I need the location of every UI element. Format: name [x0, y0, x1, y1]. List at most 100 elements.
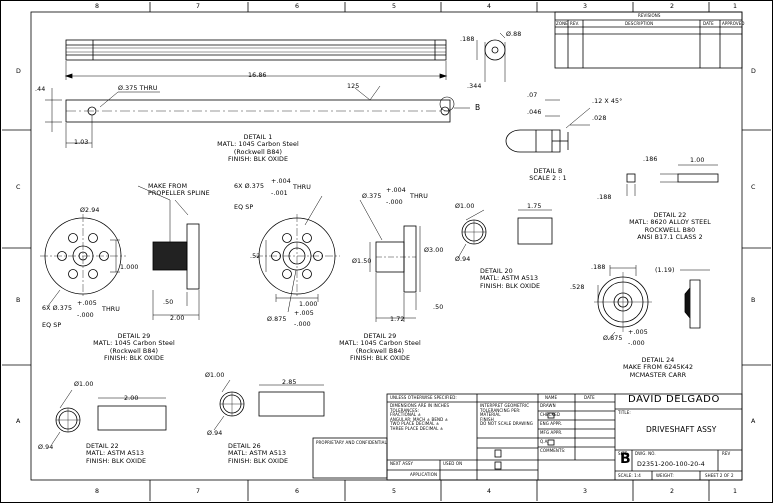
shaft-end-view: [476, 32, 506, 82]
detail-b-dim-07: .07: [527, 92, 538, 99]
detail-29-right-hole-note: 6X Ø.375: [234, 183, 265, 190]
shaft-angle-dim: 125: [347, 83, 360, 90]
detail-29-right-tol-plus: +.004: [271, 178, 291, 185]
detail-b-note: DETAIL B SCALE 2 : 1: [529, 168, 566, 183]
sheet-size: B: [620, 451, 631, 467]
detail-29-right-dim-150: Ø1.50: [352, 258, 372, 265]
unless-specified: UNLESS OTHERWISE SPECIFIED:: [390, 395, 457, 400]
detail-26-hole: Ø.94: [207, 430, 223, 437]
detail-22-key-note: DETAIL 22 MATL: 8620 ALLOY STEEL ROCKWEL…: [629, 212, 711, 241]
note-dimensions: DIMENSIONS ARE IN INCHES: [390, 403, 450, 408]
note-finish: FINISH: [480, 416, 494, 422]
detail-29-left-flange: [40, 214, 126, 307]
note-tolerancing: TOLERANCING PER:: [480, 407, 521, 413]
detail-22-bottom-length: 2.00: [124, 395, 139, 402]
detail-29-left-title: DETAIL 29: [117, 333, 151, 340]
weight-label: WEIGHT:: [656, 473, 674, 478]
detail-29-right-title: DETAIL 29: [363, 333, 397, 340]
title-block-tolerance-notes: DIMENSIONS ARE IN INCHES TOLERANCES: FRA…: [390, 403, 450, 432]
zone-label-right-d: D: [751, 68, 756, 75]
detail-22-bottom-view: [51, 389, 167, 445]
detail-22-key-dim-186: .186: [643, 156, 658, 163]
role-qa: Q.A.: [540, 439, 549, 444]
detail-26-view: [213, 379, 325, 431]
detail-20-hole: Ø.94: [455, 256, 471, 263]
make-from-line-2: PROPELLER SPLINE: [148, 190, 210, 198]
detail-29-right-dim-52: .52: [250, 253, 261, 260]
shaft-dia-dim: .44: [35, 86, 46, 93]
zone-label-top-4: 4: [487, 3, 492, 10]
zone-label-top-7: 7: [196, 3, 201, 10]
detail-1-title: DETAIL 1: [243, 134, 273, 141]
detail-24-dim-119: (1.19): [655, 267, 675, 274]
make-from-line-1: MAKE FROM: [148, 183, 188, 190]
zone-label-left-d: D: [16, 68, 21, 75]
detail-22-key-dim-188: .188: [597, 194, 612, 201]
detail-29-right-dim-50: .50: [433, 304, 444, 311]
title-block-name-label: NAME: [545, 395, 558, 400]
detail-26-length: 2.85: [282, 379, 297, 386]
title-label: TITLE:: [618, 410, 631, 415]
revision-table: [554, 11, 743, 69]
revision-header-description: DESCRIPTION: [625, 21, 654, 26]
shaft-hole-note: Ø.375 THRU: [118, 85, 158, 92]
role-mfg-appr: MFG APPR.: [540, 430, 563, 435]
detail-1-material: MATL: 1045 Carbon Steel: [217, 141, 299, 149]
zone-label-bottom-3: 3: [583, 488, 588, 495]
detail-24-title: DETAIL 24: [641, 357, 675, 364]
revision-header-date: DATE: [703, 21, 714, 26]
detail-29-left-thru: THRU: [102, 306, 120, 313]
detail-26-finish: FINISH: BLK OXIDE: [228, 457, 289, 465]
zone-label-bottom-2: 2: [670, 488, 675, 495]
detail-22-bottom-material: MATL: ASTM A513: [86, 450, 145, 458]
proprietary-title: PROPRIETARY AND CONFIDENTIAL: [316, 440, 387, 445]
detail-22-key-dim-100: 1.00: [690, 157, 705, 164]
detail-26-note: DETAIL 26 MATL: ASTM A513 FINISH: BLK OX…: [228, 443, 288, 465]
note-interpret: INTERPRET GEOMETRIC: [480, 403, 530, 408]
detail-24-dim-528: .528: [570, 284, 585, 291]
role-drawn: DRAWN: [540, 403, 556, 408]
detail-29-left-finish: FINISH: BLK OXIDE: [103, 354, 165, 362]
note-three-place: THREE PLACE DECIMAL ±: [390, 425, 444, 431]
detail-b-chamfer: .12 X 45°: [592, 98, 623, 105]
note-do-not-scale: DO NOT SCALE DRAWING: [480, 421, 533, 427]
detail-b-dim-046: .046: [527, 109, 542, 116]
detail-1-note: DETAIL 1 MATL: 1045 Carbon Steel (Rockwe…: [217, 134, 299, 163]
detail-29-right-c-tol-minus: -.000: [386, 199, 403, 206]
application-label: APPLICATION: [410, 472, 438, 477]
scale-value: SCALE: 1:4: [618, 473, 641, 478]
detail-24-note: DETAIL 24 MAKE FROM 6245K42 MCMASTER CAR…: [623, 357, 693, 379]
detail-29-left-tol-minus: -.000: [77, 312, 94, 319]
detail-29-left-hardness: (Rockwell B84): [109, 347, 159, 355]
zone-label-bottom-4: 4: [487, 488, 492, 495]
drawing-title: DRIVESHAFT ASSY: [646, 425, 717, 434]
driveshaft-front-view: [45, 85, 470, 148]
zone-label-bottom-5: 5: [392, 488, 397, 495]
detail-22-key-spec: ANSI B17.1 CLASS 2: [637, 233, 703, 241]
detail-29-right-c-tol-plus: +.004: [386, 187, 406, 194]
revision-table-title: REVISIONS: [638, 13, 661, 18]
detail-29-right-finish: FINISH: BLK OXIDE: [349, 354, 411, 362]
detail-29-left-material: MATL: 1045 Carbon Steel: [93, 340, 175, 348]
detail-29-right-flange: [255, 195, 340, 313]
sheet-number: SHEET 2 OF 2: [705, 473, 734, 478]
detail-29-right-c-thru: THRU: [410, 193, 428, 200]
note-material: MATERIAL: [480, 412, 501, 418]
note-tolerances: TOLERANCES:: [390, 407, 420, 413]
zone-label-top-2: 2: [670, 3, 675, 10]
title-block-date-label: DATE: [584, 395, 595, 400]
company-name: DAVID DELGADO: [628, 394, 720, 405]
shaft-end-dia: Ø.88: [506, 31, 522, 38]
zone-label-bottom-8: 8: [95, 488, 100, 495]
title-block-grid: [386, 393, 743, 481]
detail-29-right-dim-875-plus: +.005: [294, 310, 314, 317]
detail-29-left-height: 1.000: [120, 264, 139, 271]
detail-b-view: [505, 99, 591, 153]
detail-1-finish: FINISH: BLK OXIDE: [227, 155, 289, 163]
detail-29-right-material: MATL: 1045 Carbon Steel: [339, 340, 421, 348]
note-two-place: TWO PLACE DECIMAL ±: [390, 421, 440, 427]
detail-29-left-note: DETAIL 29 MATL: 1045 Carbon Steel (Rockw…: [93, 333, 175, 362]
detail-22-key-hardness: ROCKWELL B80: [644, 226, 696, 234]
